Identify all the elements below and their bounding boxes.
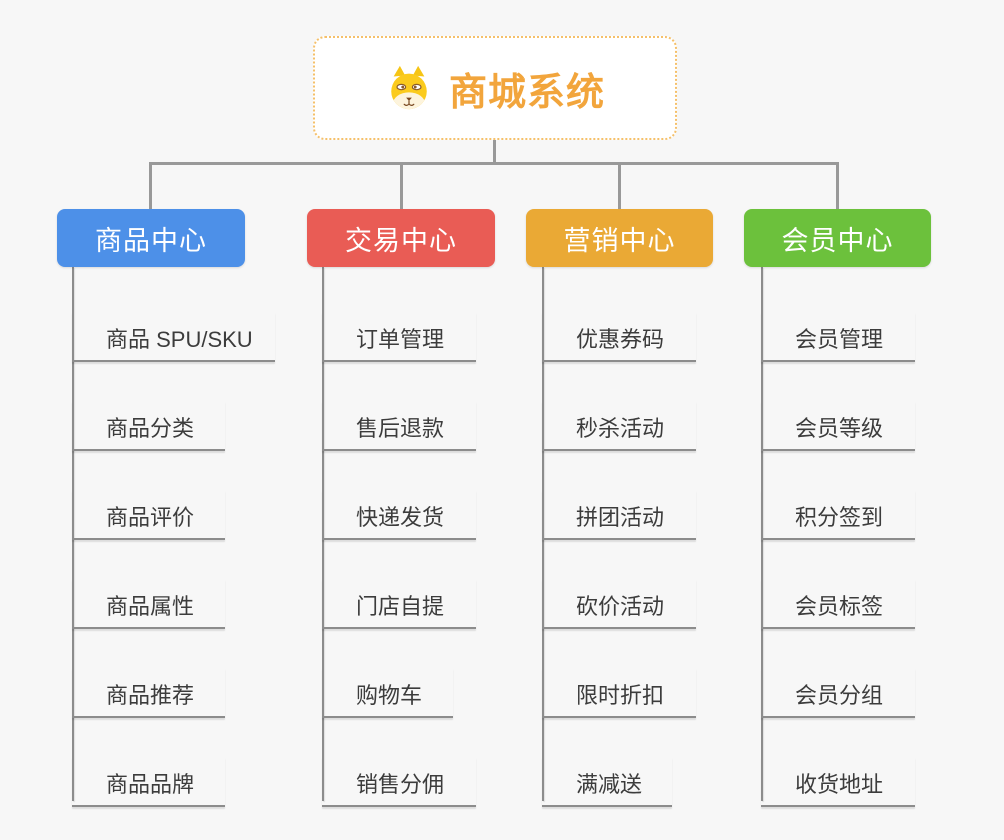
root-title: 商城系统 [448, 71, 605, 114]
connector-drop-trade [400, 162, 403, 210]
leaf-node[interactable]: 商品品牌 [72, 757, 225, 807]
leaf-node[interactable]: 会员等级 [761, 401, 915, 451]
leaf-node[interactable]: 优惠券码 [542, 312, 696, 362]
branch-trunk-marketing [542, 267, 544, 801]
connector-root-trunk [493, 140, 496, 164]
leaf-node[interactable]: 商品推荐 [72, 668, 225, 718]
dog-face-icon [385, 64, 433, 112]
branch-trunk-product [72, 267, 74, 801]
branch-node-product-center[interactable]: 商品中心 [57, 209, 245, 267]
leaf-node[interactable]: 订单管理 [322, 312, 476, 362]
leaf-node[interactable]: 门店自提 [322, 579, 476, 629]
branch-node-member-center[interactable]: 会员中心 [744, 209, 931, 267]
leaf-node[interactable]: 会员管理 [761, 312, 915, 362]
connector-drop-member [836, 162, 839, 210]
leaf-node[interactable]: 拼团活动 [542, 490, 696, 540]
branch-node-trade-center[interactable]: 交易中心 [307, 209, 495, 267]
leaf-node[interactable]: 商品评价 [72, 490, 225, 540]
connector-drop-product [149, 162, 152, 210]
leaf-node[interactable]: 商品属性 [72, 579, 225, 629]
leaf-node[interactable]: 满减送 [542, 757, 672, 807]
leaf-node[interactable]: 商品 SPU/SKU [72, 312, 275, 362]
connector-drop-marketing [618, 162, 621, 210]
branch-trunk-trade [322, 267, 324, 801]
leaf-node[interactable]: 收货地址 [761, 757, 915, 807]
leaf-node[interactable]: 积分签到 [761, 490, 915, 540]
leaf-node[interactable]: 会员分组 [761, 668, 915, 718]
leaf-node[interactable]: 限时折扣 [542, 668, 696, 718]
branch-node-marketing-center[interactable]: 营销中心 [526, 209, 713, 267]
leaf-node[interactable]: 售后退款 [322, 401, 476, 451]
leaf-node[interactable]: 砍价活动 [542, 579, 696, 629]
leaf-node[interactable]: 会员标签 [761, 579, 915, 629]
leaf-node[interactable]: 商品分类 [72, 401, 225, 451]
leaf-node[interactable]: 销售分佣 [322, 757, 476, 807]
leaf-node[interactable]: 购物车 [322, 668, 453, 718]
connector-horizontal [149, 162, 839, 165]
leaf-node[interactable]: 快递发货 [322, 490, 476, 540]
root-node[interactable]: 商城系统 [313, 36, 677, 140]
branch-trunk-member [761, 267, 763, 801]
leaf-node[interactable]: 秒杀活动 [542, 401, 696, 451]
